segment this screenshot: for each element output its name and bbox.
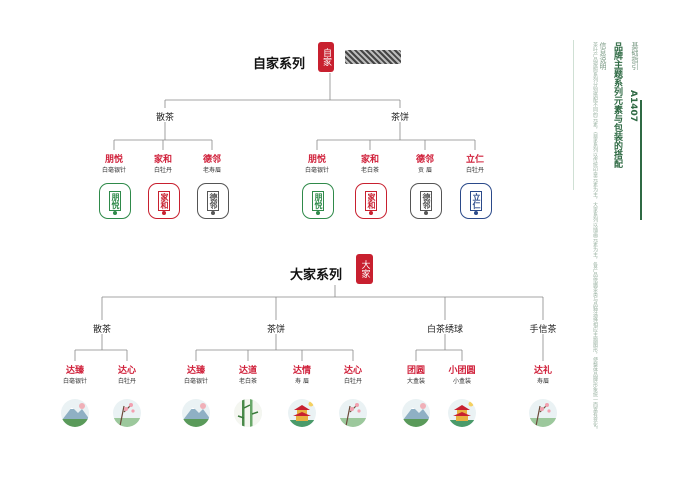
pagoda-icon <box>448 399 476 427</box>
product-name: 达道 <box>238 366 258 376</box>
product-name: 德邻 <box>415 155 435 165</box>
sidebar-code: A1407 <box>628 90 638 123</box>
category-label: 茶饼 <box>266 325 286 335</box>
seal-dot-icon <box>316 211 320 215</box>
dajia-series-title: 大家系列 <box>290 268 343 283</box>
product-variety: 小盒装 <box>452 378 472 385</box>
sidebar-description: 茶叶产品按照系列分别搭配不同的元素，自家系列以传统印章元素为主，大家系列以插画元… <box>592 42 598 432</box>
product-seal-badge: 德邻 <box>197 183 229 219</box>
pattern-swatch <box>345 50 401 64</box>
mountain-icon <box>61 399 89 427</box>
product-variety: 白毫银针 <box>304 167 330 174</box>
product-variety: 寿 眉 <box>295 378 309 385</box>
product-seal-badge: 立仁 <box>460 183 492 219</box>
product-variety: 寿眉 <box>536 378 550 385</box>
product-name: 达情 <box>292 366 312 376</box>
product-name: 朋悦 <box>104 155 124 165</box>
product-variety: 贡 眉 <box>418 167 432 174</box>
category-label: 手信茶 <box>529 325 557 335</box>
seal-text: 朋悦 <box>109 191 121 211</box>
seal-text: 家和 <box>158 191 170 211</box>
product-variety: 大盒装 <box>406 378 426 385</box>
product-variety: 白毫银针 <box>62 378 88 385</box>
plum-blossom-icon <box>529 399 557 427</box>
product-name: 朋悦 <box>307 155 327 165</box>
sidebar-main-title: 品牌主题系列元素与包装的搭配 <box>612 42 622 168</box>
zijia-seal-icon: 自家 <box>318 42 334 72</box>
plum-blossom-icon <box>113 399 141 427</box>
seal-dot-icon <box>424 211 428 215</box>
product-name: 达心 <box>117 366 137 376</box>
product-variety: 老寿眉 <box>202 167 222 174</box>
product-name: 家和 <box>360 155 380 165</box>
product-name: 立仁 <box>465 155 485 165</box>
product-seal-badge: 朋悦 <box>302 183 334 219</box>
category-label: 散茶 <box>155 113 175 123</box>
plum-blossom-icon <box>339 399 367 427</box>
product-name: 达心 <box>343 366 363 376</box>
mountain-icon <box>182 399 210 427</box>
product-variety: 老白茶 <box>238 378 258 385</box>
category-label: 茶饼 <box>390 113 410 123</box>
seal-dot-icon <box>162 211 166 215</box>
bamboo-icon <box>234 399 262 427</box>
product-seal-badge: 朋悦 <box>99 183 131 219</box>
seal-dot-icon <box>369 211 373 215</box>
product-name: 家和 <box>153 155 173 165</box>
product-name: 小团圆 <box>448 366 476 376</box>
product-name: 达臻 <box>65 366 85 376</box>
product-variety: 白牡丹 <box>117 378 137 385</box>
product-variety: 白牡丹 <box>343 378 363 385</box>
zijia-series-title: 自家系列 <box>253 57 306 72</box>
product-seal-badge: 家和 <box>355 183 387 219</box>
sidebar-panel: 基础指引 A1407 品牌主题系列元素与包装的搭配 信息说明 茶叶产品按照系列分… <box>573 40 646 432</box>
category-label: 散茶 <box>92 325 112 335</box>
product-variety: 白毫银针 <box>101 167 127 174</box>
product-name: 达礼 <box>533 366 553 376</box>
seal-dot-icon <box>113 211 117 215</box>
pagoda-icon <box>288 399 316 427</box>
sidebar-small-label: 基础指引 <box>631 42 639 70</box>
product-name: 团圆 <box>406 366 426 376</box>
category-label: 白茶绣球 <box>426 325 464 335</box>
dajia-seal-icon: 大家 <box>356 254 373 284</box>
seal-text: 朋悦 <box>312 191 324 211</box>
product-seal-badge: 家和 <box>148 183 180 219</box>
product-name: 德邻 <box>202 155 222 165</box>
sidebar-info-heading: 信息说明 <box>599 42 607 70</box>
product-name: 达臻 <box>186 366 206 376</box>
product-variety: 白牡丹 <box>153 167 173 174</box>
product-variety: 白牡丹 <box>465 167 485 174</box>
seal-text: 家和 <box>365 191 377 211</box>
product-variety: 老白茶 <box>360 167 380 174</box>
seal-text: 立仁 <box>470 191 482 211</box>
mountain-icon <box>402 399 430 427</box>
seal-dot-icon <box>474 211 478 215</box>
seal-text: 德邻 <box>207 191 219 211</box>
product-seal-badge: 德邻 <box>410 183 442 219</box>
sidebar-accent-bar <box>640 100 642 220</box>
product-variety: 白毫银针 <box>183 378 209 385</box>
seal-text: 德邻 <box>420 191 432 211</box>
seal-dot-icon <box>211 211 215 215</box>
